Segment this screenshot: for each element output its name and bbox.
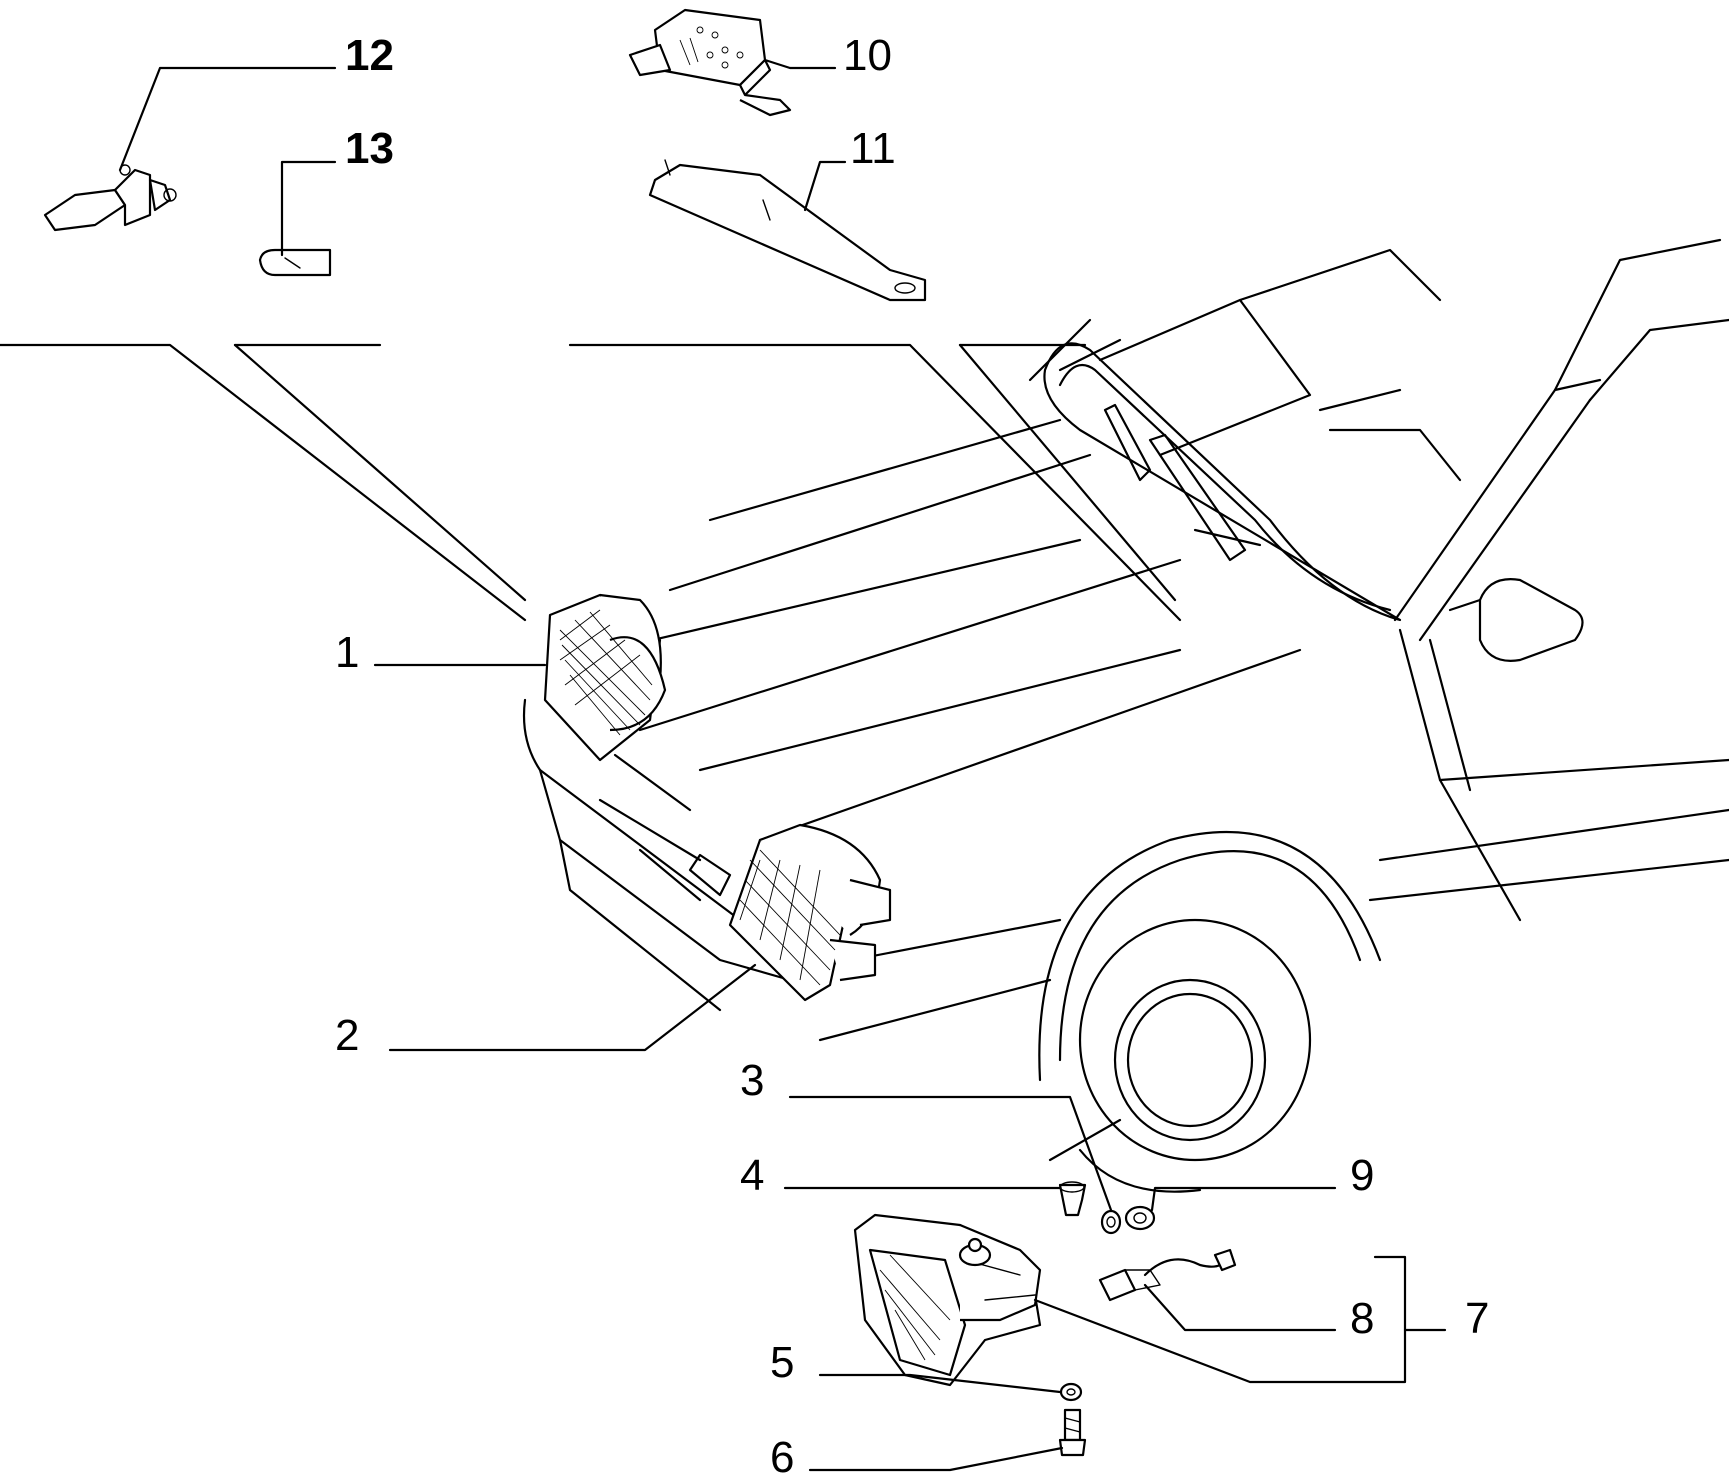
relay — [628, 8, 792, 117]
plug-4 — [1058, 1181, 1087, 1217]
callout-4: 4 — [740, 1151, 764, 1200]
callout-13: 13 — [345, 124, 394, 173]
callout-6: 6 — [770, 1433, 794, 1474]
callout-5: 5 — [770, 1338, 794, 1387]
screw-6 — [1058, 1408, 1087, 1457]
callout-3: 3 — [740, 1056, 764, 1105]
car-body-outline — [522, 238, 1729, 1193]
callout-7: 7 — [1465, 1294, 1489, 1343]
callout-12: 12 — [345, 31, 394, 80]
nut-9 — [1124, 1205, 1156, 1231]
leader-lines — [0, 58, 1447, 1472]
callout-10: 10 — [843, 31, 892, 80]
callout-11: 11 — [850, 124, 896, 173]
headlight-right — [728, 823, 892, 1002]
fog-lamp — [853, 1213, 1042, 1387]
washer-3 — [1100, 1209, 1122, 1235]
fog-bulb-harness — [1098, 1248, 1237, 1302]
washer-5 — [1059, 1382, 1083, 1402]
callout-1: 1 — [335, 628, 359, 677]
callout-8: 8 — [1350, 1294, 1374, 1343]
halogen-bulb — [43, 164, 177, 232]
headlight-left — [543, 593, 667, 762]
small-bulb — [258, 248, 332, 277]
callout-2: 2 — [335, 1011, 359, 1060]
callout-labels: 12 13 10 11 1 2 3 4 9 8 7 5 6 — [335, 31, 1489, 1474]
callout-9: 9 — [1350, 1151, 1374, 1200]
bracket — [648, 159, 927, 302]
